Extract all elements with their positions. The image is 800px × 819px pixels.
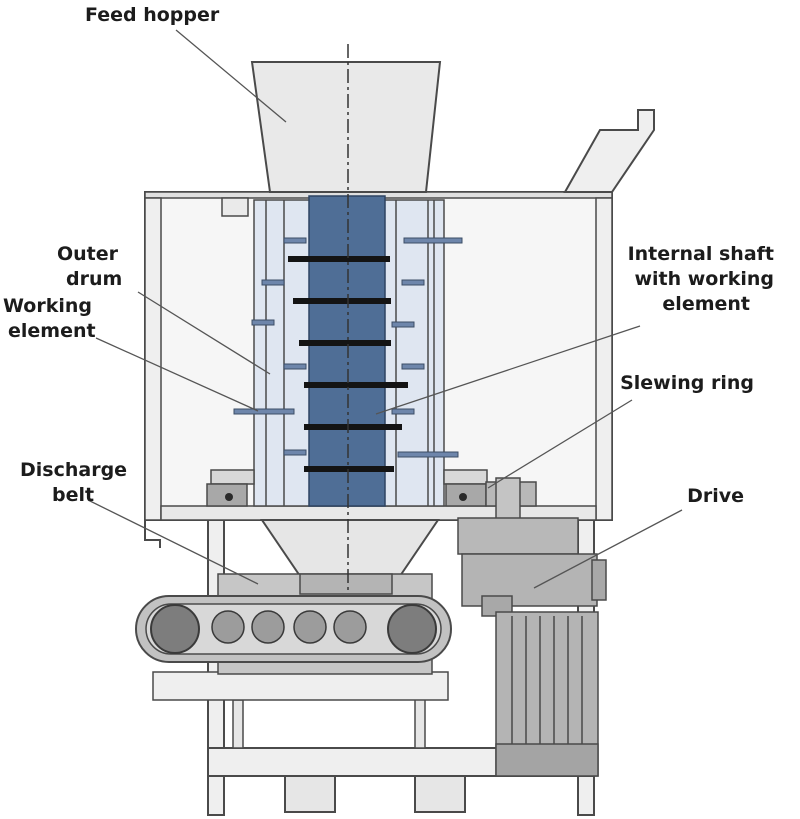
feed-hopper xyxy=(250,61,442,193)
discharge-belt xyxy=(135,573,452,701)
label-outer-drum-line1: Outer xyxy=(57,243,119,265)
drum-working-elements xyxy=(233,237,463,458)
label-working-element-line2: element xyxy=(8,320,96,342)
drive xyxy=(457,517,607,777)
label-slewing-ring: Slewing ring xyxy=(620,372,754,394)
label-working-element-line1: Working xyxy=(3,295,92,317)
label-discharge-belt-line2: belt xyxy=(52,484,94,506)
slewing-ring xyxy=(206,469,537,521)
internal-shaft xyxy=(308,195,386,507)
label-internal-shaft-line2: with working xyxy=(634,268,774,290)
discharge-cone xyxy=(260,519,440,577)
leader-lines xyxy=(87,29,683,589)
label-internal-shaft-line1: Internal shaft xyxy=(628,243,774,265)
label-feed-hopper: Feed hopper xyxy=(85,4,220,26)
label-discharge-belt-line1: Discharge xyxy=(20,459,127,481)
label-internal-shaft-line3: element xyxy=(662,293,750,315)
label-outer-drum-line2: drum xyxy=(66,268,122,290)
label-drive: Drive xyxy=(687,485,744,507)
shaft-working-elements xyxy=(288,256,408,472)
